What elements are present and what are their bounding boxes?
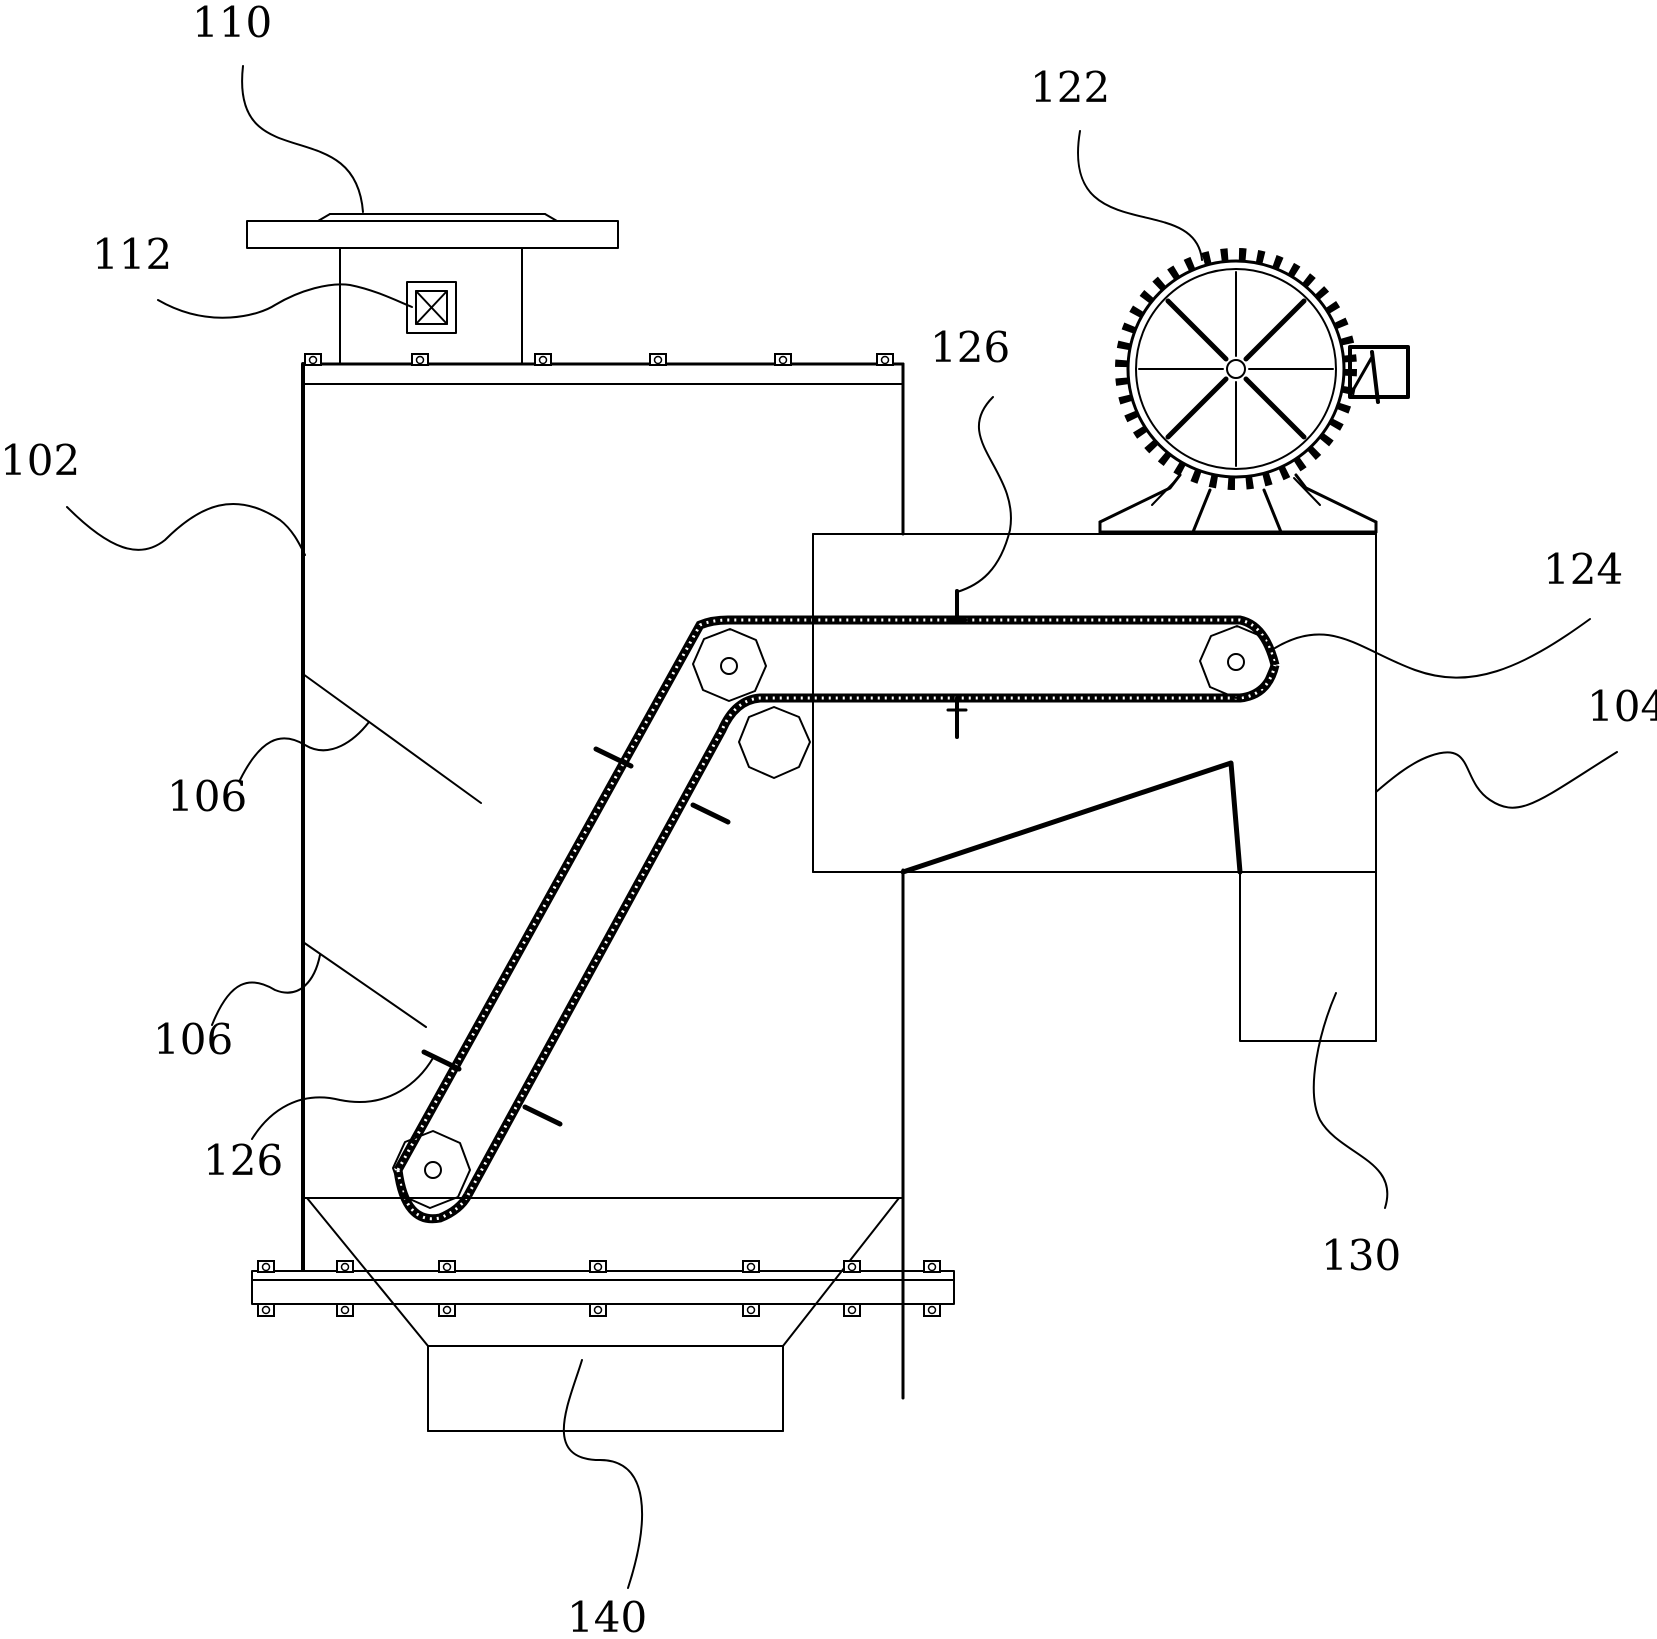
- feed-inlet: [246, 213, 619, 365]
- label-126-top: 126: [930, 323, 1010, 372]
- baffle-upper: [302, 673, 482, 804]
- motor-122: [1098, 248, 1410, 534]
- leader-lines: [66, 65, 1618, 1589]
- side-housing: [812, 533, 1377, 1042]
- label-106-upper: 106: [167, 772, 247, 821]
- label-124: 124: [1543, 545, 1623, 594]
- outlet-140: [427, 1345, 784, 1432]
- flange: [251, 1270, 955, 1305]
- main-housing: [301, 362, 905, 1400]
- label-140: 140: [567, 1593, 647, 1639]
- label-130: 130: [1321, 1231, 1401, 1280]
- label-112: 112: [92, 230, 172, 279]
- label-102: 102: [0, 436, 80, 485]
- label-104: 104: [1587, 682, 1657, 731]
- label-122: 122: [1030, 63, 1110, 112]
- scraper-flights: [421, 589, 968, 1127]
- label-126-bottom: 126: [203, 1136, 283, 1185]
- sprocket-right: [1199, 625, 1274, 699]
- sprocket-upper-left: [692, 628, 767, 702]
- idler-roller: [738, 706, 811, 779]
- label-110: 110: [192, 0, 272, 47]
- baffle-lower: [302, 941, 427, 1028]
- flange-bolts: [257, 1260, 941, 1317]
- valve-112: [406, 281, 457, 334]
- chain-conveyor: [393, 615, 1280, 1224]
- label-106-lower: 106: [153, 1015, 233, 1064]
- sprocket-bottom: [392, 1130, 471, 1209]
- discharge-chute-130: [1239, 871, 1377, 1042]
